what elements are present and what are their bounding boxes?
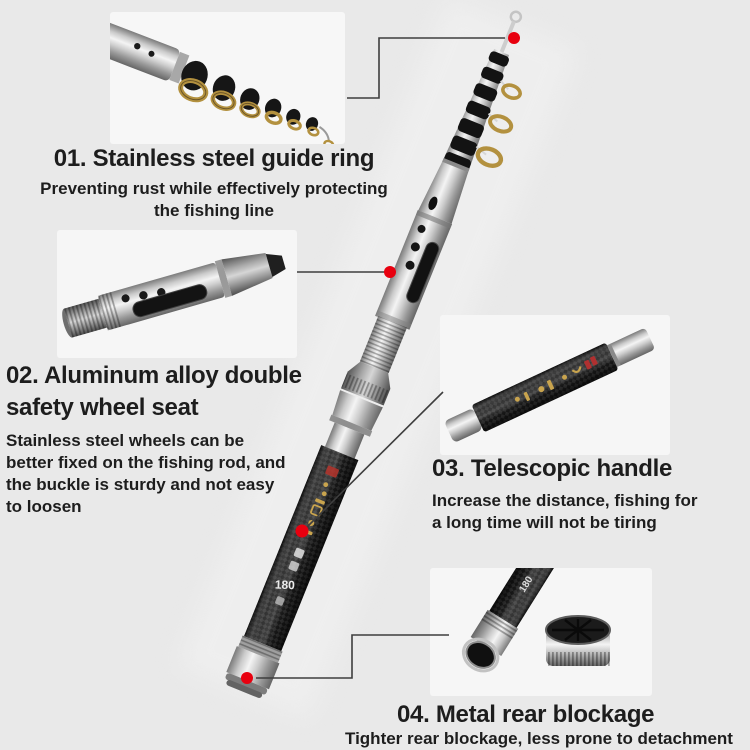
guide-ring-detail-photo xyxy=(110,12,345,144)
rod-tip-loop xyxy=(509,10,523,24)
feature-04-description-line: Tighter rear blockage, less prone to det… xyxy=(345,729,733,748)
feature-02-description-line: Stainless steel wheels can be xyxy=(6,431,245,450)
callout-leader-lines xyxy=(256,37,505,679)
feature-03-leader-line xyxy=(306,391,444,528)
feature-01-leader-line xyxy=(347,37,505,99)
feature-03-description-line: Increase the distance, fishing for xyxy=(432,491,698,510)
feature-02-callout: 02. Aluminum alloy double safety wheel s… xyxy=(6,360,302,518)
fishing-rod-photo: 180 xyxy=(225,10,523,698)
rod-reel-seat xyxy=(375,210,453,330)
guide-ring-cluster xyxy=(305,117,320,137)
rod-length-marking: 180 xyxy=(275,578,296,593)
guide-ring-cluster xyxy=(210,75,237,111)
wheel-seat-detail-photo xyxy=(57,230,297,358)
feature-03-title: 03. Telescopic handle xyxy=(432,455,673,482)
feature-02-description-line: the buckle is sturdy and not easy xyxy=(6,475,275,494)
rod-locking-collars xyxy=(324,361,391,459)
guide-ring-cluster xyxy=(178,60,209,103)
feature-01-callout: 01. Stainless steel guide ring Preventin… xyxy=(14,143,414,222)
guide-ring-cluster xyxy=(264,98,283,125)
grip-inlay xyxy=(132,284,208,318)
rod-guide-rings xyxy=(475,80,522,168)
feature-02-title: 02. Aluminum alloy double xyxy=(6,362,302,389)
spec-icon-decal xyxy=(275,596,285,606)
feature-04-title: 04. Metal rear blockage xyxy=(397,701,655,728)
feature-04-marker-dot xyxy=(241,672,253,684)
rear-cap-detail-photo: 180 xyxy=(430,568,652,696)
feature-02-marker-dot xyxy=(384,266,396,278)
guide-ring-cluster xyxy=(286,108,302,131)
feature-01-description-line: Preventing rust while effectively protec… xyxy=(40,179,388,198)
feature-03-callout: 03. Telescopic handle Increase the dista… xyxy=(432,453,697,534)
red-seal-decal xyxy=(325,465,339,478)
feature-markers xyxy=(241,32,520,684)
feature-03-description-line: a long time will not be tiring xyxy=(432,513,657,532)
rod-butt-opening xyxy=(465,641,496,669)
feature-02-description-line: to loosen xyxy=(6,497,82,516)
spec-icon-decal xyxy=(293,547,305,559)
handle-detail-photo xyxy=(440,315,670,455)
rear-cap xyxy=(545,615,611,666)
feature-04-leader-line xyxy=(256,634,449,679)
feature-01-description-line: the fishing line xyxy=(154,201,274,220)
rod-tip-bands xyxy=(443,51,509,171)
feature-03-marker-dot xyxy=(295,524,309,538)
feature-02-title: safety wheel seat xyxy=(6,394,199,421)
gold-decal-marks xyxy=(514,366,582,402)
guide-ring-cluster xyxy=(239,88,261,119)
feature-02-description-line: better fixed on the fishing rod, and xyxy=(6,453,286,472)
spec-icon-decal xyxy=(288,560,300,572)
rod-carbon-handle: 180 xyxy=(244,445,359,652)
feature-01-title: 01. Stainless steel guide ring xyxy=(53,145,375,172)
red-seal-marks xyxy=(584,355,598,370)
feature-01-marker-dot xyxy=(508,32,520,44)
